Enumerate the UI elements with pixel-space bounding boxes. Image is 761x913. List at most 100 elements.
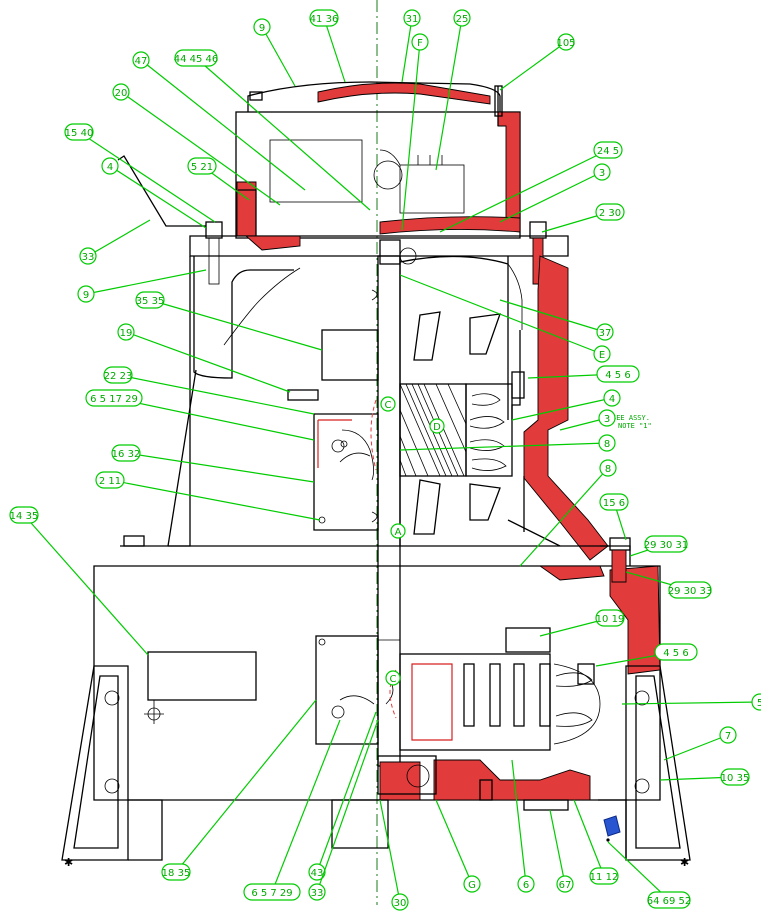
balloon-leader — [195, 57, 371, 211]
part-balloon — [599, 493, 629, 511]
part-balloon — [596, 365, 640, 383]
part-balloon — [596, 323, 614, 341]
part-balloon — [187, 157, 217, 175]
part-balloon-label: 24 5 — [597, 146, 619, 157]
part-balloon-label: 67 — [559, 880, 572, 891]
part-balloon-label: 37 — [599, 328, 612, 339]
corner-mark: ✱ — [680, 856, 689, 869]
balloon-leader — [511, 397, 613, 421]
balloon-leader — [109, 165, 207, 229]
balloon-leader — [109, 479, 321, 521]
part-balloon — [411, 33, 429, 51]
assembly-note-line1: SEE ASSY. — [612, 414, 650, 422]
part-balloon — [593, 345, 611, 363]
part-balloon-label: 19 — [120, 328, 133, 339]
balloon-leader — [125, 331, 291, 393]
part-balloon-label: 5 — [757, 698, 761, 709]
balloon-leader — [316, 711, 377, 873]
part-balloon-label: 11 12 — [590, 872, 619, 883]
assembly-note-line2: NOTE "1" — [618, 422, 652, 430]
balloon-leader — [87, 219, 151, 257]
part-balloon — [79, 247, 97, 265]
part-balloon — [751, 693, 761, 711]
part-balloon-label: 6 5 17 29 — [90, 394, 138, 405]
part-balloon — [593, 141, 623, 159]
balloon-leader — [499, 299, 606, 333]
part-balloon — [64, 123, 94, 141]
part-balloon — [85, 389, 143, 407]
shaft — [371, 255, 401, 767]
part-balloon-label: 20 — [115, 88, 128, 99]
balloon-leader — [519, 467, 609, 567]
balloon-leader — [401, 17, 413, 83]
part-balloon — [598, 434, 616, 452]
balloon-leader — [621, 701, 761, 705]
lifting-handle — [117, 155, 206, 227]
part-balloon-label: E — [599, 350, 605, 361]
part-balloon-label: 29 30 33 — [668, 586, 713, 597]
part-balloon-label: 15 40 — [65, 128, 94, 139]
part-balloon-label: 10 19 — [596, 614, 625, 625]
part-balloon-label: 2 30 — [599, 208, 621, 219]
part-balloon — [517, 875, 535, 893]
part-balloon-label: 64 69 52 — [647, 896, 692, 907]
part-balloon-label: 44 45 46 — [174, 54, 219, 65]
balloon-leader — [23, 514, 149, 656]
section-letter: C — [390, 674, 397, 685]
part-balloon — [589, 867, 619, 885]
part-balloon — [453, 9, 471, 27]
pump-base-housing — [93, 535, 661, 849]
section-letter: A — [395, 527, 402, 538]
part-balloon — [103, 366, 133, 384]
part-balloon — [644, 535, 688, 553]
part-balloon — [112, 83, 130, 101]
balloon-leader — [399, 274, 603, 355]
part-balloon — [117, 323, 135, 341]
part-balloon — [557, 33, 575, 51]
part-balloon-label: 10 35 — [721, 773, 750, 784]
section-markers: C D A C — [380, 396, 445, 686]
part-balloon-label: 4 5 6 — [605, 370, 630, 381]
part-balloon-label: 25 — [456, 14, 469, 25]
left-housing-details — [287, 329, 379, 531]
balloon-leader — [316, 719, 379, 893]
balloon-leader — [85, 269, 207, 295]
part-balloon — [309, 9, 339, 27]
balloon-leader — [435, 799, 473, 885]
balloon-leader — [120, 91, 281, 206]
part-balloon-label: 43 — [311, 868, 324, 879]
part-balloon-label: 15 6 — [603, 498, 625, 509]
part-balloon-label: 18 35 — [162, 868, 191, 879]
balloon-leader — [117, 374, 315, 415]
part-balloon-label: 8 — [605, 464, 611, 475]
part-balloon — [654, 643, 698, 661]
part-balloon-label: 9 — [259, 23, 265, 34]
part-balloon — [599, 459, 617, 477]
part-balloon-label: 4 5 6 — [663, 648, 688, 659]
part-balloon-label: 6 5 7 29 — [251, 888, 292, 899]
part-balloon-label: 16 32 — [112, 449, 141, 460]
part-balloon — [132, 51, 150, 69]
balloon-leader — [607, 841, 670, 901]
balloon-leader — [401, 41, 421, 231]
part-balloon-label: 29 30 31 — [644, 540, 689, 551]
part-balloon — [174, 49, 218, 67]
balloon-leader — [511, 759, 527, 885]
part-balloon — [95, 471, 125, 489]
part-balloon-label: 33 — [311, 888, 324, 899]
part-balloon — [111, 444, 141, 462]
balloon-leader — [549, 809, 566, 885]
hidden-outlines — [370, 399, 397, 719]
balloon-leader — [499, 171, 603, 223]
part-balloon-label: 41 36 — [310, 14, 339, 25]
corner-mark: ✱ — [64, 856, 73, 869]
balloon-leader — [435, 17, 463, 171]
part-balloon — [556, 875, 574, 893]
part-balloon-label: 2 11 — [99, 476, 121, 487]
part-balloon-label: 33 — [82, 252, 95, 263]
balloon-leader — [125, 452, 315, 483]
part-balloon — [308, 863, 326, 881]
support-legs — [61, 665, 691, 861]
part-balloon — [593, 163, 611, 181]
